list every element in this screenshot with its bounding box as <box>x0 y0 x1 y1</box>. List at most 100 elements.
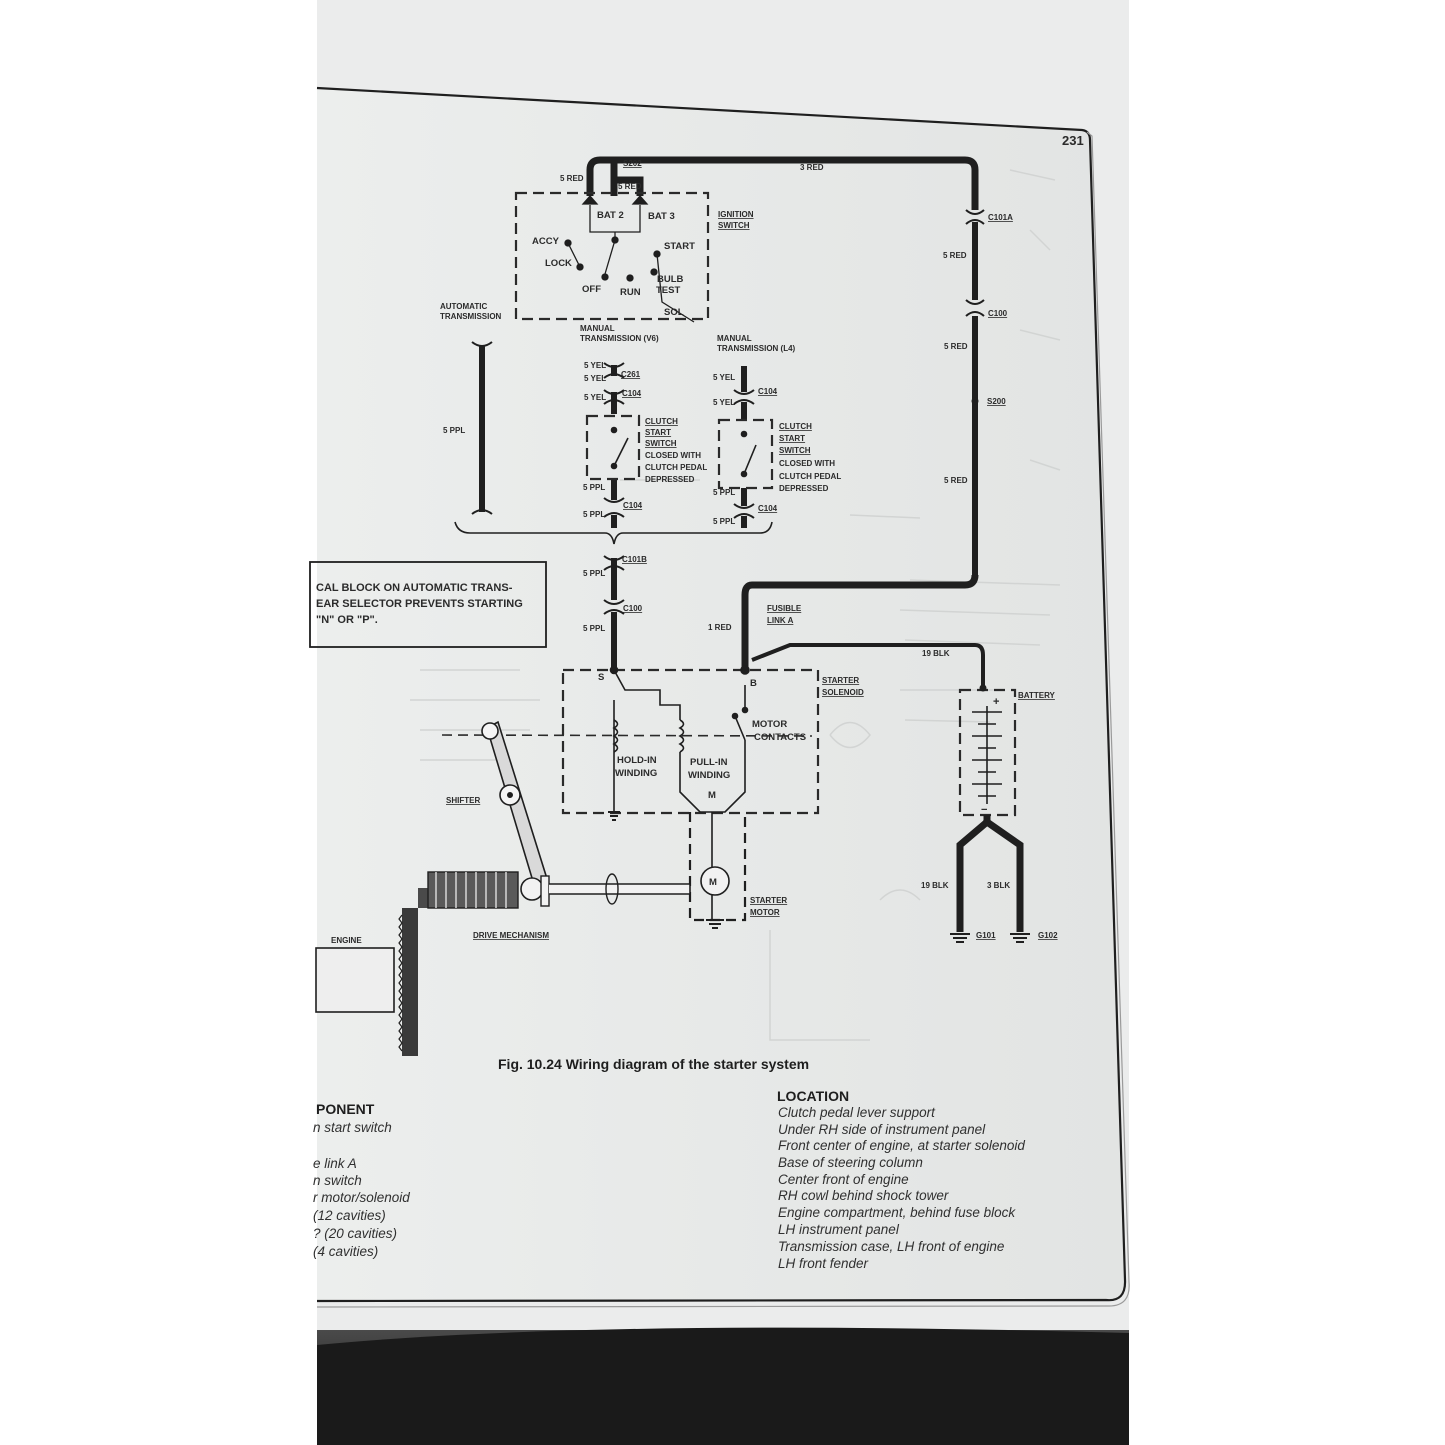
pull-in-label-2: WINDING <box>688 770 730 781</box>
connector-c100-lower: C100 <box>623 604 643 613</box>
terminal-bat2: BAT 2 <box>597 210 624 221</box>
l4-clutch-label-1: CLUTCH <box>779 422 812 431</box>
location-row-10: LH front fender <box>778 1256 869 1271</box>
pos-sol: SOL <box>664 307 684 318</box>
location-row-6: RH cowl behind shock tower <box>778 1188 949 1203</box>
l4-clutch-label-4: CLOSED WITH <box>779 459 835 468</box>
l4-wire-ppl-2: 5 PPL <box>713 517 735 526</box>
clutch-switch-l4-box <box>717 418 774 490</box>
ground-g102: G102 <box>1038 931 1058 940</box>
component-row-4: r motor/solenoid <box>313 1190 410 1205</box>
pos-off: OFF <box>582 284 601 295</box>
engine-label: ENGINE <box>331 936 362 945</box>
component-row-6: ? (20 cavities) <box>313 1226 397 1241</box>
starter-motor-label-2: MOTOR <box>750 908 780 917</box>
note-box <box>309 561 547 648</box>
l4-clutch-label-5: CLUTCH PEDAL <box>779 472 841 481</box>
wire-5-red-mid: 5 RED <box>618 182 642 191</box>
pinion-gear <box>427 871 519 909</box>
connector-c261: C261 <box>621 370 641 379</box>
battery-plus: + <box>993 696 999 708</box>
connector-symbols <box>471 209 985 615</box>
page-number: 231 <box>1062 133 1084 148</box>
l4-wire-ppl-1: 5 PPL <box>713 488 735 497</box>
note-line-1: CAL BLOCK ON AUTOMATIC TRANS- <box>316 582 513 594</box>
v6-wire-yel-2: 5 YEL <box>584 374 606 383</box>
starter-solenoid-box <box>561 668 820 815</box>
splice-s200: S200 <box>987 397 1006 406</box>
location-row-9: Transmission case, LH front of engine <box>778 1239 1004 1254</box>
wire-5-red-left: 5 RED <box>560 174 584 183</box>
pos-start: START <box>664 241 695 252</box>
component-row-1: n start switch <box>313 1120 392 1135</box>
v6-clutch-label-2: START <box>645 428 671 437</box>
l4-wire-yel-1: 5 YEL <box>713 373 735 382</box>
solenoid-terminal-m: M <box>708 790 716 801</box>
connector-c101a: C101A <box>988 213 1013 222</box>
v6-wire-yel-1: 5 YEL <box>584 361 606 370</box>
l4-clutch-label-2: START <box>779 434 805 443</box>
starter-motor-symbol <box>700 866 730 896</box>
v6-wire-ppl-2: 5 PPL <box>583 510 605 519</box>
wire-5-red-r3: 5 RED <box>944 476 968 485</box>
location-row-1: Clutch pedal lever support <box>778 1105 936 1120</box>
pos-bulb: BULB <box>657 274 684 285</box>
auto-trans-wire: 5 PPL <box>443 426 465 435</box>
bleed-through-ghost <box>410 169 1061 1041</box>
v6-clutch-label-3: SWITCH <box>645 439 677 448</box>
hold-in-label-2: WINDING <box>615 768 657 779</box>
pos-lock: LOCK <box>545 258 572 269</box>
solenoid-label-2: SOLENOID <box>822 688 864 697</box>
starter-motor-label-1: STARTER <box>750 896 787 905</box>
v6-clutch-label-6: DEPRESSED <box>645 475 695 484</box>
connector-c104-v6-top: C104 <box>622 389 642 398</box>
location-row-8: LH instrument panel <box>778 1222 900 1237</box>
v6-wire-ppl-1: 5 PPL <box>583 483 605 492</box>
location-row-4: Base of steering column <box>778 1155 923 1170</box>
flywheel-ring-gear <box>398 908 418 1056</box>
location-row-2: Under RH side of instrument panel <box>778 1122 986 1137</box>
connector-c101b: C101B <box>622 555 647 564</box>
wire-19-blk-ground: 19 BLK <box>921 881 949 890</box>
solenoid-terminal-s: S <box>598 672 604 683</box>
component-row-5: (12 cavities) <box>313 1208 386 1223</box>
drive-mechanism-label: DRIVE MECHANISM <box>473 931 549 940</box>
note-line-2: EAR SELECTOR PREVENTS STARTING <box>316 598 523 610</box>
wire-3-blk-ground: 3 BLK <box>987 881 1010 890</box>
battery-minus: − <box>981 804 987 816</box>
motor-contacts-label-2: CONTACTS <box>754 732 806 743</box>
pos-run: RUN <box>620 287 641 298</box>
component-row-3: n switch <box>313 1173 362 1188</box>
page-sheet <box>317 88 1126 1301</box>
v6-trans-label-1: MANUAL <box>580 324 615 333</box>
note-line-3: "N" OR "P". <box>316 614 378 626</box>
location-row-5: Center front of engine <box>778 1172 909 1187</box>
wire-19-blk-top: 19 BLK <box>922 649 950 658</box>
figure-caption: Fig. 10.24 Wiring diagram of the starter… <box>498 1056 809 1072</box>
auto-trans-label-1: AUTOMATIC <box>440 302 487 311</box>
battery-label: BATTERY <box>1018 691 1056 700</box>
location-row-3: Front center of engine, at starter solen… <box>778 1138 1025 1153</box>
location-row-7: Engine compartment, behind fuse block <box>778 1205 1016 1220</box>
connector-c100-top: C100 <box>988 309 1008 318</box>
location-header: LOCATION <box>777 1088 849 1104</box>
wire-3-red-top: 3 RED <box>800 163 824 172</box>
l4-trans-label-2: TRANSMISSION (L4) <box>717 344 796 353</box>
connector-c104-l4-bot: C104 <box>758 504 778 513</box>
wire-5-ppl-lower-2: 5 PPL <box>583 624 605 633</box>
clutch-switch-v6-box <box>585 414 641 481</box>
auto-trans-label-2: TRANSMISSION <box>440 312 502 321</box>
wire-5-red-r2: 5 RED <box>944 342 968 351</box>
ignition-switch-label-2: SWITCH <box>718 221 750 230</box>
drive-shaft <box>549 883 691 895</box>
terminal-bat3: BAT 3 <box>648 211 675 222</box>
fusible-link-label-1: FUSIBLE <box>767 604 802 613</box>
pos-accy: ACCY <box>532 236 560 247</box>
wire-5-red-r1: 5 RED <box>943 251 967 260</box>
l4-wire-yel-2: 5 YEL <box>713 398 735 407</box>
engine-block <box>315 947 395 1013</box>
hold-in-label-1: HOLD-IN <box>617 755 657 766</box>
wire-1-red: 1 RED <box>708 623 732 632</box>
component-row-7: (4 cavities) <box>313 1244 378 1259</box>
component-header: PONENT <box>316 1101 375 1117</box>
